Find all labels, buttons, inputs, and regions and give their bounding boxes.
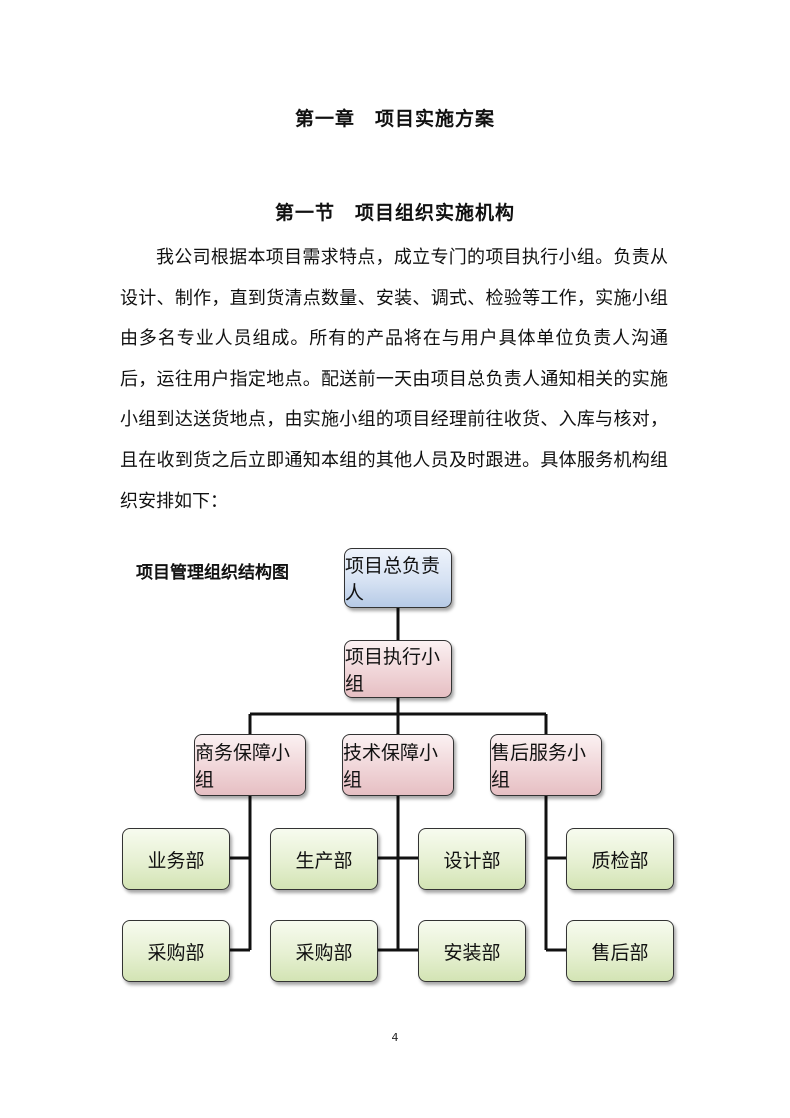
chapter-title: 第一章 项目实施方案 xyxy=(294,108,495,130)
department-node: 售后部 xyxy=(566,920,674,982)
root-node: 项目总负责人 xyxy=(344,548,452,608)
group-node-technical: 技术保障小组 xyxy=(342,734,454,796)
section-title: 第一节 项目组织实施机构 xyxy=(274,202,515,224)
department-node: 采购部 xyxy=(122,920,230,982)
group-node-business: 商务保障小组 xyxy=(194,734,306,796)
department-node: 设计部 xyxy=(418,828,526,890)
department-node: 安装部 xyxy=(418,920,526,982)
org-chart: 项目管理组织结构图 项目总负责人 项目执行小组 商务保障小组 技术保障小组 售后… xyxy=(120,538,680,998)
page-number: 4 xyxy=(391,1031,399,1044)
department-node: 生产部 xyxy=(270,828,378,890)
org-chart-caption: 项目管理组织结构图 xyxy=(136,563,289,583)
department-node: 质检部 xyxy=(566,828,674,890)
department-node: 采购部 xyxy=(270,920,378,982)
group-node-after-sales: 售后服务小组 xyxy=(490,734,602,796)
body-paragraph: 我公司根据本项目需求特点，成立专门的项目执行小组。负责从设计、制作，直到货清点数… xyxy=(120,247,668,512)
org-chart-connectors xyxy=(230,608,566,952)
executive-group-node: 项目执行小组 xyxy=(344,640,452,698)
department-node: 业务部 xyxy=(122,828,230,890)
